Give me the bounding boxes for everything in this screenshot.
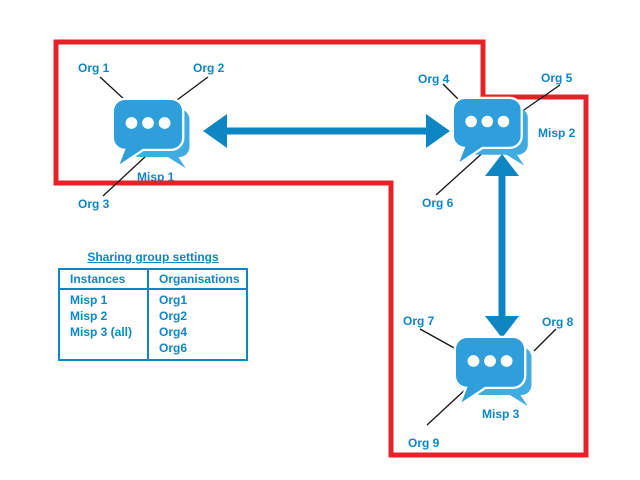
instance-cell: Misp 1 — [70, 293, 108, 307]
connector-org7-misp3 — [419, 328, 457, 350]
sharing-group-boundary — [53, 39, 589, 458]
org5-label: Org 5 — [541, 71, 573, 85]
org8-label: Org 8 — [542, 315, 574, 329]
org1-label: Org 1 — [78, 61, 110, 75]
connector-org6-misp2 — [435, 148, 488, 196]
col-header-organisations: Organisations — [159, 272, 240, 286]
misp2-icon — [454, 99, 528, 166]
connector-org9-misp3 — [426, 387, 468, 426]
org7-label: Org 7 — [403, 314, 435, 328]
sync-arrow-misp2-misp3-icon — [485, 154, 519, 338]
organisation-cell: Org6 — [159, 341, 188, 355]
organisation-cell: Org4 — [159, 325, 188, 339]
misp2-label: Misp 2 — [538, 126, 576, 140]
connector-org2-misp1 — [172, 76, 209, 104]
misp1-icon — [114, 100, 189, 168]
misp3-icon — [456, 338, 531, 406]
sharing-group-title: Sharing group settings — [87, 250, 219, 264]
table-body: Misp 1 Misp 2 Misp 3 (all) Org1 Org2 Org… — [60, 290, 246, 359]
instances-column: Misp 1 Misp 2 Misp 3 (all) — [60, 290, 149, 359]
org3-label: Org 3 — [78, 197, 110, 211]
table-header-row: Instances Organisations — [60, 270, 246, 290]
instance-cell: Misp 3 (all) — [70, 325, 133, 339]
org6-label: Org 6 — [422, 196, 454, 210]
instance-cell: Misp 2 — [70, 309, 108, 323]
org2-label: Org 2 — [193, 61, 225, 75]
org9-label: Org 9 — [408, 436, 440, 450]
sharing-group-table: Instances Organisations Misp 1 Misp 2 Mi… — [58, 268, 248, 361]
connector-org8-misp3 — [533, 328, 557, 352]
sync-arrow-misp1-misp2-icon — [203, 114, 450, 148]
misp3-label: Misp 3 — [482, 407, 520, 421]
col-header-instances: Instances — [60, 270, 149, 288]
connector-org1-misp1 — [99, 76, 127, 102]
misp1-label: Misp 1 — [137, 170, 175, 184]
organisation-cell: Org1 — [159, 293, 188, 307]
connector-org4-misp2 — [442, 83, 460, 101]
organisations-column: Org1 Org2 Org4 Org6 — [149, 290, 246, 359]
connector-org5-misp2 — [520, 84, 561, 113]
organisation-cell: Org2 — [159, 309, 188, 323]
org4-label: Org 4 — [418, 72, 450, 86]
